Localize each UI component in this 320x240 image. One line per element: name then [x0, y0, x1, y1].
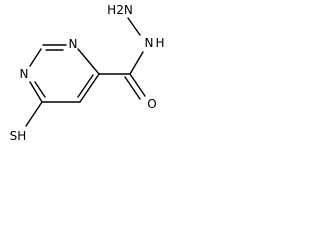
- bond-c4-s: [25, 101, 43, 127]
- atom-hydrazide-n: N: [145, 36, 154, 50]
- bond-c2-n3: [29, 48, 42, 67]
- atom-hydrazide-h: H: [155, 36, 164, 50]
- bond-carbonyl-nh: [129, 51, 144, 75]
- bond-n3-c4: [29, 81, 43, 103]
- bond-carbonyl-o: [129, 73, 146, 97]
- bond-c6-n1: [77, 48, 100, 75]
- bond-nh-nh2: [127, 17, 141, 36]
- thiol-group: [25, 101, 43, 127]
- atom-n3: N: [20, 67, 29, 81]
- atom-n1: N: [69, 37, 78, 51]
- pyrimidine-ring: [29, 44, 100, 103]
- atom-labels: N N H2N N H O SH: [10, 3, 165, 143]
- bond-carbonyl-o-double: [124, 76, 141, 100]
- double-bond-n3-c4-inner: [34, 81, 46, 98]
- bond-c5-c6: [79, 73, 100, 103]
- molecule-diagram: N N H2N N H O SH: [10, 3, 165, 143]
- double-bond-c5-c6-inner: [77, 74, 94, 98]
- atom-amine: H2N: [107, 3, 133, 17]
- atom-carbonyl-o: O: [147, 97, 156, 111]
- carbohydrazide-group: [98, 17, 146, 100]
- atom-thiol: SH: [10, 129, 27, 143]
